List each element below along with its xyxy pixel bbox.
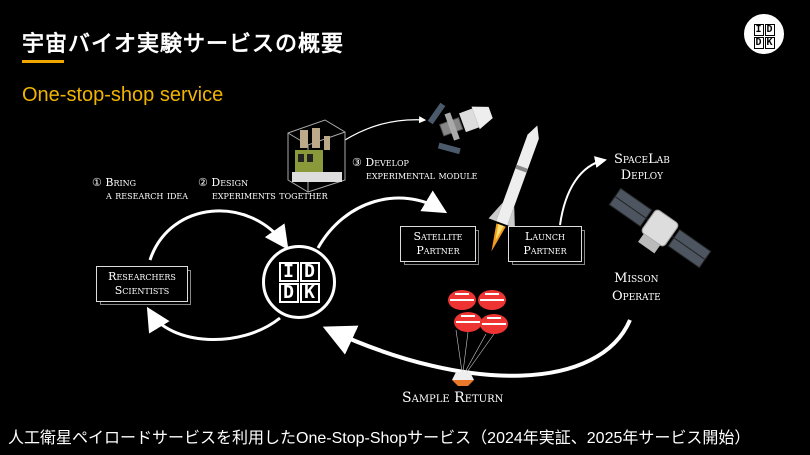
box-line: Launch xyxy=(525,230,565,243)
rocket-icon xyxy=(488,125,539,252)
title-underline xyxy=(22,60,64,63)
label-line: SpaceLab xyxy=(614,152,670,167)
arrow-sample-return xyxy=(322,319,632,378)
logo-letter: D xyxy=(278,282,299,303)
step-title: Bring xyxy=(105,176,137,189)
step-number: ② xyxy=(198,176,208,189)
step-design-label: ② Design experiments together xyxy=(198,176,328,202)
lab-module-icon xyxy=(287,119,346,193)
arrow-feedback xyxy=(146,306,281,342)
parachute-icon xyxy=(480,314,508,334)
logo-letter: D xyxy=(753,36,764,49)
spacecraft-icon xyxy=(427,102,493,155)
step-title: Design xyxy=(211,176,249,189)
box-line: Partner xyxy=(416,244,460,257)
label-line: Operate xyxy=(612,289,661,304)
parachute-icon xyxy=(478,290,506,310)
arrow-to-spacelab xyxy=(559,156,607,226)
sample-return-label: Sample Return xyxy=(402,390,504,406)
spacelab-deploy-label: SpaceLab Deploy xyxy=(614,152,670,184)
researchers-box: Researchers Scientists xyxy=(96,266,191,305)
step-bring-label: ① Bring a research idea xyxy=(92,176,188,202)
step-number: ③ xyxy=(352,156,362,169)
step-develop-label: ③ Develop experimental module xyxy=(352,156,478,182)
logo-letter: K xyxy=(764,36,775,49)
step-detail: a research idea xyxy=(106,189,189,202)
footer-caption: 人工衛星ペイロードサービスを利用したOne-Stop-Shopサービス（2024… xyxy=(8,430,751,447)
box-line: Researchers xyxy=(108,270,176,283)
logo-letter: K xyxy=(299,282,320,303)
step-detail: experimental module xyxy=(366,169,478,182)
parachute-capsule-icon xyxy=(448,290,508,386)
arrow-bring-idea xyxy=(148,209,289,261)
label-line: Deploy xyxy=(620,168,664,183)
logo-letter: D xyxy=(299,261,320,282)
iddk-logo: I D D K xyxy=(744,14,784,54)
box-line: Scientists xyxy=(114,284,170,297)
spacelab-satellite-icon xyxy=(608,187,712,269)
mission-operate-label: Misson Operate xyxy=(612,270,661,306)
parachute-icon xyxy=(448,290,476,310)
label-line: Misson xyxy=(614,271,659,286)
arrow-to-satellite xyxy=(316,190,448,249)
step-title: Develop xyxy=(365,156,409,169)
parachute-icon xyxy=(454,312,482,332)
page-subtitle: One-stop-shop service xyxy=(22,84,224,106)
iddk-center-logo: I D D K xyxy=(262,245,336,319)
logo-letter: I xyxy=(753,23,764,36)
launch-partner-box: Launch Partner xyxy=(508,226,585,265)
page-title: 宇宙バイオ実験サービスの概要 xyxy=(22,32,345,57)
logo-letter: I xyxy=(278,261,299,282)
box-line: Partner xyxy=(523,244,567,257)
step-detail: experiments together xyxy=(212,189,328,202)
step-number: ① xyxy=(92,176,102,189)
satellite-partner-box: Satellite Partner xyxy=(400,226,479,265)
logo-letter: D xyxy=(764,23,775,36)
arrow-to-spacecraft xyxy=(344,116,427,141)
box-line: Satellite xyxy=(413,230,463,243)
